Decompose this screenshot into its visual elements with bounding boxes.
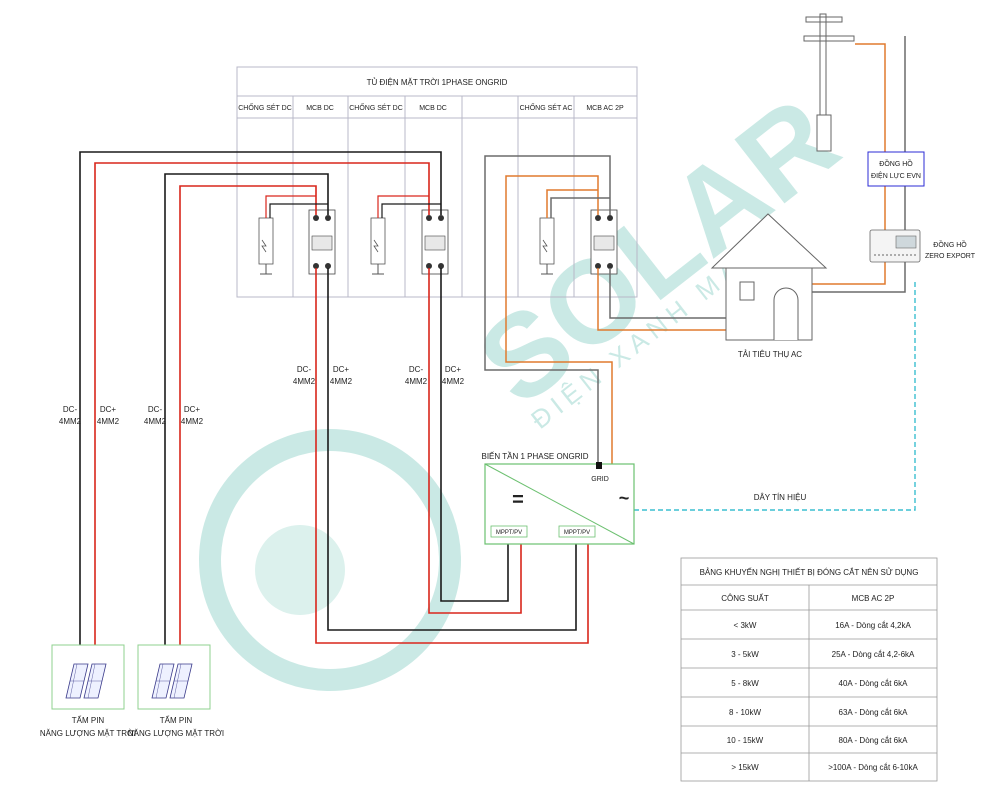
mcb-ac-2p: [590, 209, 618, 275]
wire-label: 4MM2: [330, 377, 353, 386]
mcb-dc-1: [308, 209, 336, 275]
utility-pole: [803, 13, 855, 152]
solar-panel-2: [137, 644, 211, 710]
mppt-1-label: MPPT/PV: [496, 530, 522, 536]
table-cell: >100A - Dòng cắt 6-10kA: [828, 763, 918, 772]
signal-label: DÂY TÍN HIỆU: [754, 493, 807, 502]
dc-surge-arrester-2: [370, 217, 386, 275]
panel-2-line1: TẤM PIN: [160, 715, 193, 725]
dc-wires-panel-2: [164, 173, 329, 645]
inverter: = ~ GRID MPPT/PV MPPT/PV: [484, 462, 635, 545]
watermark-ring: [199, 429, 461, 691]
table-title: BẢNG KHUYẾN NGHỊ THIẾT BỊ ĐÓNG CẮT NÊN S…: [700, 567, 919, 577]
wire-label: 4MM2: [59, 417, 82, 426]
wire-label: DC-: [297, 365, 312, 374]
wire-label: 4MM2: [442, 377, 465, 386]
load-label: TẢI TIÊU THỤ AC: [738, 350, 802, 359]
ac-symbol: ~: [619, 488, 630, 508]
wire-label: DC+: [333, 365, 350, 374]
watermark-sun: [255, 525, 345, 615]
wire-label: DC-: [409, 365, 424, 374]
mppt-2-label: MPPT/PV: [564, 530, 590, 536]
ac-surge-arrester: [539, 217, 555, 275]
grid-port-label: GRID: [591, 476, 609, 483]
dc-wires-panel-1: [79, 151, 442, 645]
table-cell: 80A - Dòng cắt 6kA: [839, 736, 909, 745]
cabinet-col-label: MCB AC 2P: [586, 105, 624, 112]
dc-surge-arrester-1: [258, 217, 274, 275]
zero-export-meter: ĐỒNG HỒ ZERO EXPORT: [869, 229, 976, 263]
wire-label: DC+: [445, 365, 462, 374]
wire-label: 4MM2: [293, 377, 316, 386]
cabinet-col-label: CHỐNG SÉT DC: [349, 102, 403, 112]
inverter-title: BIẾN TẦN 1 PHASE ONGRID: [482, 451, 589, 461]
wire-label: DC-: [148, 405, 163, 414]
wire-label: 4MM2: [97, 417, 120, 426]
table-cell: < 3kW: [734, 621, 757, 630]
panel-1-line2: NĂNG LƯỢNG MẶT TRỜI: [40, 729, 136, 738]
table-cell: 8 - 10kW: [729, 708, 761, 717]
wire-label: 4MM2: [181, 417, 204, 426]
table-header: MCB AC 2P: [852, 594, 895, 603]
cabinet-col-label: CHỐNG SÉT DC: [238, 102, 292, 112]
dc-wires-to-inverter: [315, 268, 589, 644]
cabinet-title: TỦ ĐIỆN MẶT TRỜI 1PHASE ONGRID: [367, 78, 508, 87]
wire-label: DC-: [63, 405, 78, 414]
wire-label: DC+: [100, 405, 117, 414]
table-cell: > 15kW: [731, 763, 759, 772]
zero-meter-line1: ĐỒNG HỒ: [933, 239, 967, 249]
table-header: CÔNG SUẤT: [721, 593, 769, 603]
table-cell: 25A - Dòng cắt 4,2-6kA: [832, 650, 915, 659]
dc-symbol: =: [512, 489, 524, 511]
panel-2-line2: NĂNG LƯỢNG MẶT TRỜI: [128, 729, 224, 738]
mcb-dc-2: [421, 209, 449, 275]
table-cell: 10 - 15kW: [727, 736, 764, 745]
wire-label: 4MM2: [405, 377, 428, 386]
surge-taps: [265, 195, 441, 218]
table-cell: 63A - Dòng cắt 6kA: [839, 708, 909, 717]
table-cell: 40A - Dòng cắt 6kA: [839, 679, 909, 688]
cabinet-frame: [236, 66, 638, 298]
wire-label: DC+: [184, 405, 201, 414]
evn-meter: ĐỒNG HỒ ĐIỆN LỰC EVN: [867, 151, 925, 187]
cabinet-col-label: MCB DC: [419, 105, 447, 112]
recommendation-table: BẢNG KHUYẾN NGHỊ THIẾT BỊ ĐÓNG CẮT NÊN S…: [680, 557, 938, 782]
wire-label: 4MM2: [144, 417, 167, 426]
evn-meter-line2: ĐIỆN LỰC EVN: [871, 171, 921, 180]
solar-cabinet: TỦ ĐIỆN MẶT TRỜI 1PHASE ONGRID CHỐNG SÉT…: [236, 66, 638, 298]
ac-wires: [484, 36, 906, 468]
wire-labels: DC- 4MM2 DC+ 4MM2 DC- 4MM2 DC+ 4MM2 DC- …: [59, 365, 465, 426]
solar-panel-1: [51, 644, 125, 710]
table-cell: 5 - 8kW: [731, 679, 759, 688]
panel-1-line1: TẤM PIN: [72, 715, 105, 725]
cabinet-col-label: CHỐNG SÉT AC: [520, 102, 573, 112]
signal-cable: [634, 280, 916, 511]
zero-meter-line2: ZERO EXPORT: [925, 253, 976, 260]
table-cell: 3 - 5kW: [731, 650, 759, 659]
evn-meter-line1: ĐỒNG HỒ: [879, 158, 913, 168]
table-cell: 16A - Dòng cắt 4,2kA: [835, 621, 911, 630]
cabinet-col-label: MCB DC: [306, 105, 334, 112]
house-load: [710, 213, 828, 341]
